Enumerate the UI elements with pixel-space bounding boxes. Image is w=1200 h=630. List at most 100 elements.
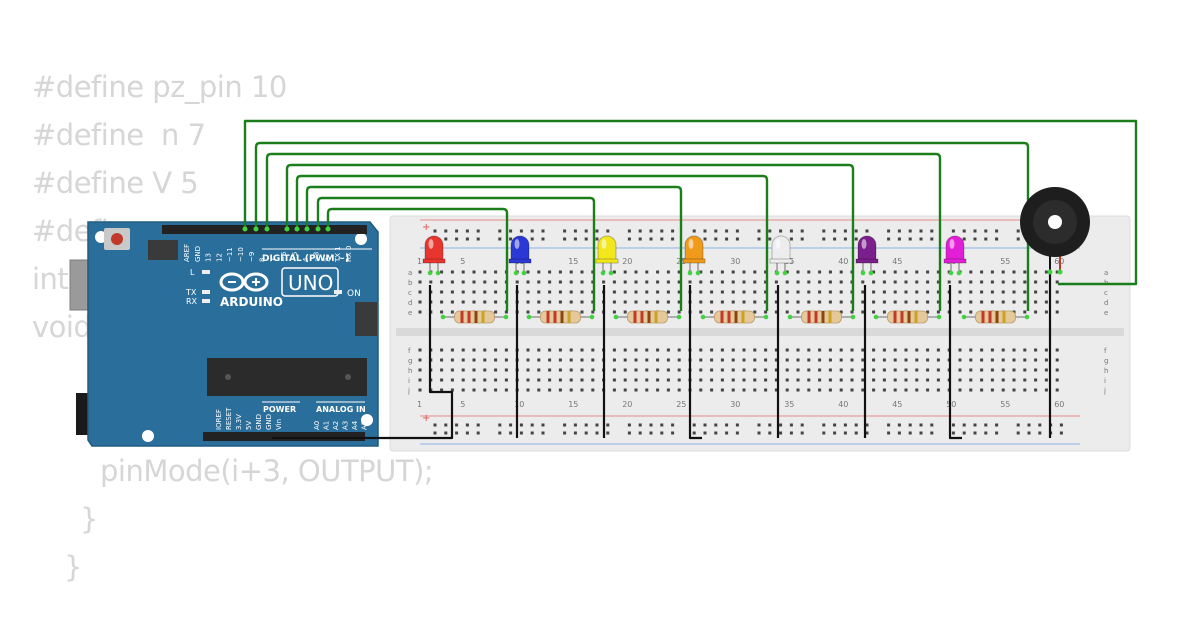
arduino-logo-icon — [219, 272, 269, 292]
column-number: 20 — [622, 257, 632, 266]
digital-pin-label: ~3 — [313, 252, 321, 262]
row-letter: d — [1104, 299, 1108, 307]
digital-pin-label: 4 — [302, 257, 310, 262]
power-pin-label: 5V — [245, 421, 253, 430]
digital-pin-label: 12 — [215, 253, 223, 262]
power-analog-header — [203, 432, 365, 441]
leds — [422, 235, 967, 276]
power-pin-label: RESET — [225, 407, 233, 430]
column-number: 5 — [460, 400, 465, 409]
column-number: 55 — [1000, 400, 1010, 409]
row-letter: f — [1104, 347, 1107, 355]
led-label-rx: RX — [186, 297, 198, 306]
row-letter: j — [407, 387, 410, 395]
column-number: 40 — [838, 400, 848, 409]
column-number: 40 — [838, 257, 848, 266]
model-label: UNO — [288, 271, 333, 295]
power-pin-label: Vin — [275, 419, 283, 430]
column-number: 5 — [460, 257, 465, 266]
power-pin-label: GND — [265, 414, 273, 430]
row-letter: f — [408, 347, 411, 355]
signal-wire — [316, 196, 596, 311]
column-number: 15 — [568, 257, 578, 266]
signal-wire — [305, 185, 683, 311]
led-purple — [855, 235, 879, 276]
led-magenta — [943, 235, 967, 276]
signal-wires — [242, 119, 1138, 311]
analog-pin-label: A5 — [361, 421, 369, 430]
row-letter: c — [1104, 289, 1108, 297]
digital-pin-label: ~11 — [226, 247, 234, 262]
signal-wire — [326, 207, 509, 311]
led-yellow — [595, 235, 619, 276]
icsp-header — [148, 240, 178, 260]
analog-pin-label: A0 — [313, 421, 321, 430]
row-letter: e — [408, 309, 412, 317]
analog-pin-label: A3 — [342, 421, 350, 430]
analog-header-label: ANALOG IN — [316, 405, 366, 414]
row-letter: j — [1103, 387, 1106, 395]
icsp-header-2 — [355, 302, 377, 336]
digital-pin-label: ~9 — [248, 252, 256, 262]
mount-hole — [355, 233, 367, 245]
ground-wire — [688, 285, 702, 440]
digital-pin-label: ~5 — [291, 252, 299, 262]
led-red — [422, 235, 446, 276]
column-number: 50 — [946, 400, 956, 409]
column-number: 10 — [514, 400, 524, 409]
column-number: 55 — [1000, 257, 1010, 266]
wire-end — [284, 226, 290, 232]
analog-pin-label: A2 — [332, 421, 340, 430]
row-letter: e — [1104, 309, 1108, 317]
column-number: 15 — [568, 400, 578, 409]
wire-end — [315, 226, 321, 232]
led-orange — [682, 235, 706, 276]
code-line-7: pinMode(i+3, OUTPUT); — [100, 454, 434, 488]
wire-end — [294, 226, 300, 232]
row-letter: h — [1104, 367, 1108, 375]
column-number: 45 — [892, 400, 902, 409]
signal-wire — [295, 174, 769, 311]
resistors — [440, 310, 1030, 324]
row-letter: d — [408, 299, 412, 307]
digital-pin-label: TX 1 — [334, 246, 342, 263]
column-number: 35 — [784, 400, 794, 409]
row-letter: a — [1104, 269, 1108, 277]
code-line-6: void — [32, 310, 92, 344]
column-number: 30 — [730, 400, 740, 409]
wire-end — [325, 226, 331, 232]
digital-pin-label: GND — [194, 246, 202, 262]
led-white — [769, 235, 793, 276]
signal-wire — [265, 152, 942, 311]
signal-wire — [243, 119, 1138, 286]
row-letter: i — [408, 377, 410, 385]
resistor — [440, 310, 509, 324]
piezo-buzzer — [1020, 187, 1090, 275]
power-pin-label: 3.3V — [235, 414, 243, 430]
resistor — [787, 310, 856, 324]
rail-plus-bottom: + — [422, 413, 430, 424]
microcontroller-chip — [207, 358, 367, 396]
power-pin-label: GND — [255, 414, 263, 430]
code-line-5: int — [32, 262, 69, 296]
resistor — [526, 310, 595, 324]
resistor — [961, 310, 1030, 324]
digital-pin-label: 13 — [205, 253, 213, 262]
led-blue — [508, 235, 532, 276]
wire-end — [264, 226, 270, 232]
column-number: 45 — [892, 257, 902, 266]
digital-pin-label: 7 — [269, 258, 277, 262]
reset-button-cap[interactable] — [111, 233, 123, 245]
column-number: 20 — [622, 400, 632, 409]
ground-wire — [948, 285, 962, 440]
column-number: 60 — [1054, 400, 1064, 409]
ground-wires — [272, 272, 1052, 440]
resistor — [873, 310, 942, 324]
column-number: 30 — [730, 257, 740, 266]
resistor — [613, 310, 682, 324]
